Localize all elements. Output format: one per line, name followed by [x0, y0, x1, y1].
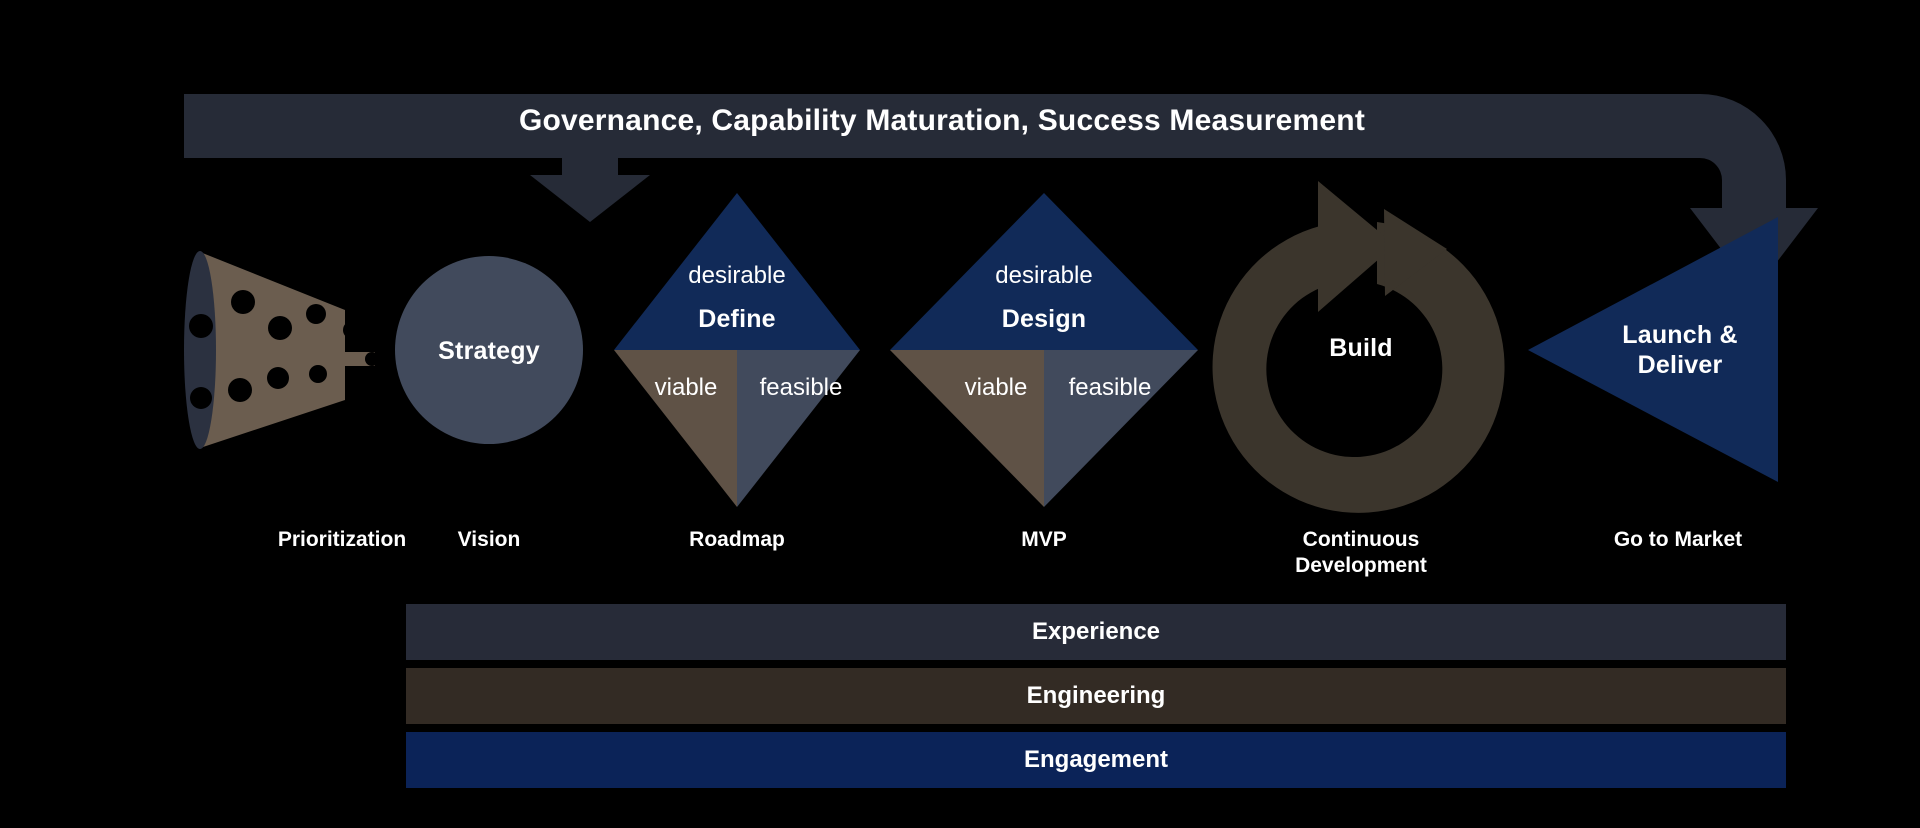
circular-arrow-arc-left	[1212, 222, 1505, 513]
design-desirable-triangle	[890, 193, 1198, 350]
define-feasible-triangle	[737, 350, 860, 507]
define-desirable-triangle	[614, 193, 860, 350]
governance-bar-group	[184, 94, 1818, 292]
funnel-dot	[267, 367, 289, 389]
define-diamond-group	[614, 193, 860, 507]
track-bar-engineering	[406, 668, 1786, 724]
funnel-dot	[365, 352, 379, 366]
funnel-icon	[184, 251, 379, 449]
circular-arrow-head-left	[1318, 181, 1395, 312]
circular-arrow-icon	[1212, 181, 1505, 513]
strategy-circle-group	[395, 256, 583, 444]
launch-triangle	[1528, 217, 1778, 482]
track-bar-experience	[406, 604, 1786, 660]
define-viable-triangle	[614, 350, 737, 507]
circular-arrow-head-right	[1384, 209, 1447, 296]
funnel-body	[200, 252, 375, 448]
track-bar-engagement	[406, 732, 1786, 788]
funnel-dot	[343, 321, 361, 339]
funnel-dot	[190, 387, 212, 409]
funnel-dot	[306, 304, 326, 324]
triangle-left-icon	[1528, 217, 1778, 482]
design-viable-triangle	[890, 350, 1044, 507]
design-diamond-group	[890, 193, 1198, 507]
funnel-mouth	[184, 251, 216, 449]
funnel-dot	[309, 365, 327, 383]
funnel-dot	[231, 290, 255, 314]
funnel-dot	[268, 316, 292, 340]
governance-bar-shape	[184, 94, 1818, 292]
circle-icon	[395, 256, 583, 444]
funnel-dot	[228, 378, 252, 402]
design-feasible-triangle	[1044, 350, 1198, 507]
track-bars-group	[406, 604, 1786, 788]
funnel-dot	[189, 314, 213, 338]
